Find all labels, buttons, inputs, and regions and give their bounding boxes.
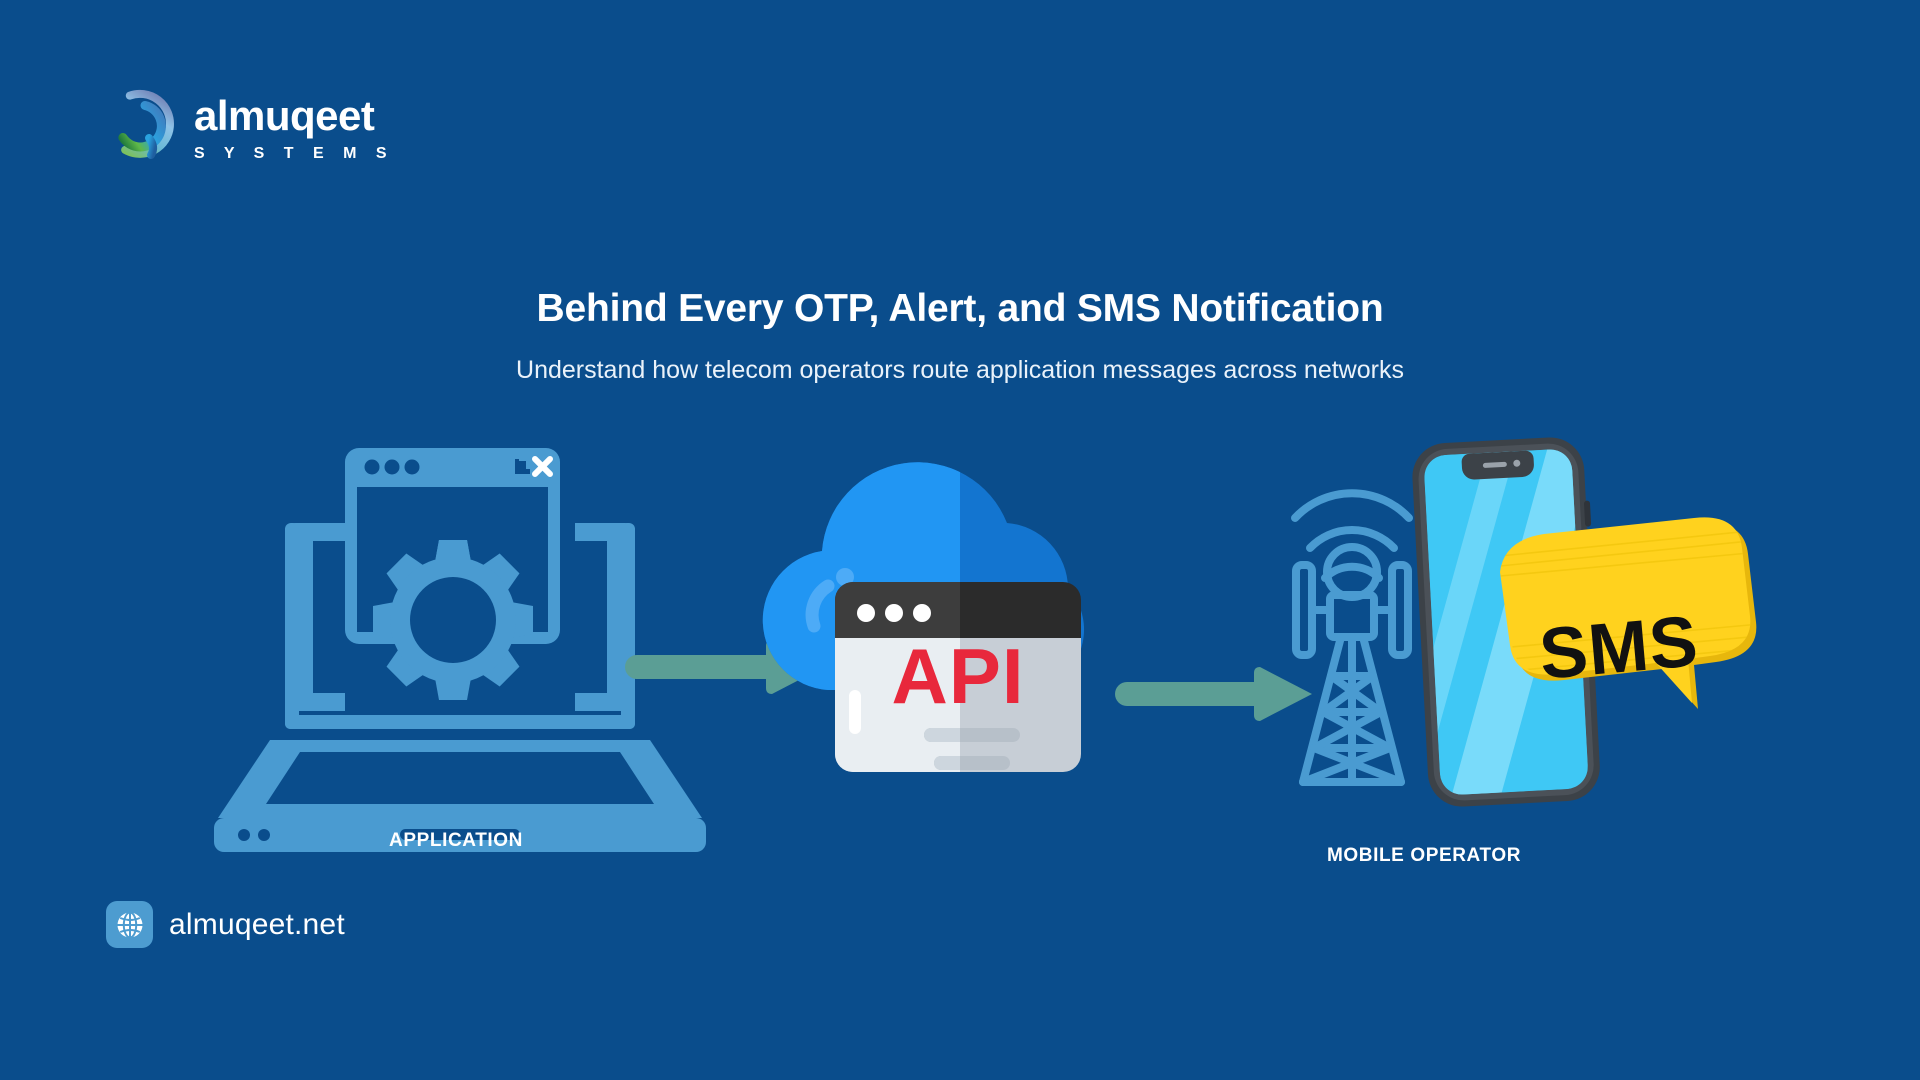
label-mobile-operator: MOBILE OPERATOR [1326, 845, 1522, 866]
almuqeet-circular-swirl-logo-icon [118, 89, 174, 159]
footer-website[interactable]: almuqeet.net [106, 901, 345, 948]
cloud-api-browser-window-icon: API [762, 462, 1085, 772]
cell-tower-icon [1291, 489, 1413, 786]
page-subtitle: Understand how telecom operators route a… [516, 356, 1404, 384]
gear-icon [373, 540, 533, 700]
window-restore-icon [515, 456, 532, 474]
brand-wordmark: almuqeet S Y S T E M S [194, 93, 394, 162]
window-close-icon [532, 456, 553, 477]
laptop-with-browser-window-and-gear-icon [214, 448, 706, 852]
page-title: Behind Every OTP, Alert, and SMS Notific… [536, 287, 1384, 330]
footer-url-text: almuqeet.net [169, 907, 345, 941]
label-application: APPLICATION [389, 830, 523, 851]
sms-speech-bubble: SMS [1500, 517, 1757, 709]
brand-subtitle: S Y S T E M S [194, 144, 395, 162]
globe-icon [106, 901, 153, 948]
api-label: API [891, 632, 1024, 720]
arrow-api-to-operator [1115, 667, 1312, 721]
sms-label: SMS [1536, 601, 1701, 695]
brand-logo: almuqeet S Y S T E M S [104, 88, 394, 166]
api-browser-window: API [835, 582, 1081, 772]
brand-name: almuqeet [194, 91, 375, 139]
